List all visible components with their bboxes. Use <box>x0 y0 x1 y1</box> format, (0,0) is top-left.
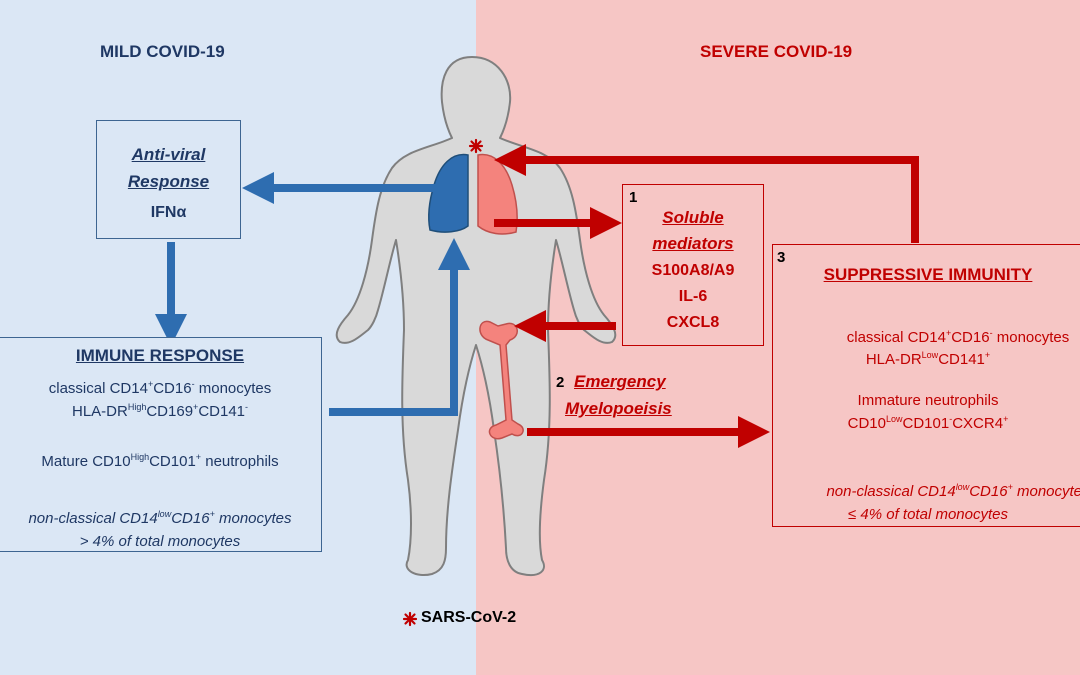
blue-arrows <box>155 172 470 416</box>
immune-line-nonclassical-monocytes: non-classical CD14lowCD16+ monocytes <box>28 509 292 528</box>
emergency-title-line1: Emergency <box>574 372 666 391</box>
left-lung-mild <box>428 153 469 233</box>
sars-cov-2-legend-label: SARS-CoV-2 <box>421 609 517 626</box>
arrow-immune-to-lung <box>329 238 470 416</box>
emergency-myelopoiesis-label: 2 Emergency Myelopoeisis <box>556 372 696 422</box>
arrow-suppressive-to-lung <box>494 144 919 243</box>
antiviral-title-line1: Anti-viral <box>131 145 206 164</box>
red-arrows <box>494 144 919 448</box>
suppressive-immunity-title: SUPPRESSIVE IMMUNITY <box>823 265 1033 284</box>
severe-covid-header: SEVERE COVID-19 <box>700 42 853 61</box>
suppressive-line-cd10-markers: CD10LowCD101-CXCR4+ <box>847 414 1009 433</box>
antiviral-title-line2: Response <box>127 172 210 191</box>
suppressive-line-hla-dr: HLA-DRLowCD141+ <box>865 350 991 369</box>
immune-line-percentage: > 4% of total monocytes <box>79 533 241 550</box>
mediator-s100a8-a9: S100A8/A9 <box>651 262 735 279</box>
suppressive-line-classical-monocytes: classical CD14+CD16- monocytes <box>846 328 1070 347</box>
soluble-title-line1: Soluble <box>662 208 724 227</box>
suppressive-line-nonclassical-monocytes: non-classical CD14lowCD16+ monocytes <box>826 482 1080 501</box>
suppressive-line-percentage: ≤ 4% of total monocytes <box>848 506 1008 523</box>
virus-star-icon <box>402 611 418 627</box>
step-number-1: 1 <box>629 189 638 206</box>
mediator-cxcl8: CXCL8 <box>666 314 720 331</box>
immune-line-hla-dr: HLA-DRHighCD169+CD141- <box>71 402 249 421</box>
soluble-title-line2: mediators <box>652 234 734 253</box>
immune-line-mature-neutrophils: Mature CD10HighCD101+ neutrophils <box>41 452 279 471</box>
immune-response-box: IMMUNE RESPONSE classical CD14+CD16- mon… <box>0 337 322 552</box>
immune-response-title: IMMUNE RESPONSE <box>75 346 245 365</box>
virus-star-chest <box>468 138 484 154</box>
human-body-silhouette <box>335 56 617 576</box>
soluble-mediators-box: 1 Soluble mediators S100A8/A9 IL-6 CXCL8 <box>622 184 764 346</box>
antiviral-ifn-alpha: IFNα <box>150 204 187 221</box>
mild-covid-header: MILD COVID-19 <box>100 42 225 61</box>
suppressive-line-immature-neutrophils: Immature neutrophils <box>857 392 999 409</box>
emergency-title-line2: Myelopoeisis <box>565 399 672 418</box>
antiviral-response-box: Anti-viral Response IFNα <box>96 120 241 239</box>
immune-line-classical-monocytes: classical CD14+CD16- monocytes <box>48 379 272 398</box>
mediator-il-6: IL-6 <box>678 288 708 305</box>
suppressive-immunity-box: 3 SUPPRESSIVE IMMUNITY classical CD14+CD… <box>772 244 1080 527</box>
step-number-3: 3 <box>777 249 786 266</box>
step-number-2: 2 <box>556 374 565 391</box>
